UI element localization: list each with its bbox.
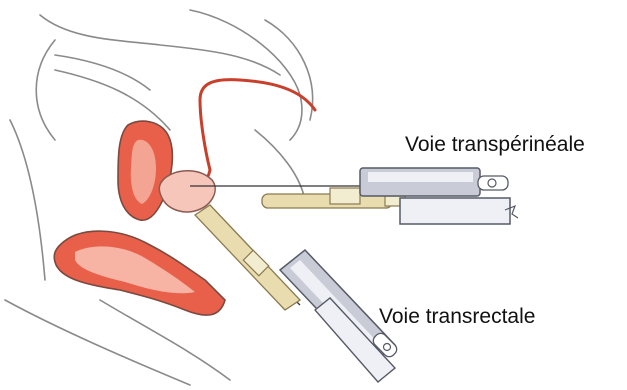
rectum <box>54 231 225 315</box>
bladder <box>118 121 172 220</box>
prostate <box>159 171 215 212</box>
label-transrectal-route: Voie transrectale <box>379 305 535 329</box>
transperineal-probe <box>360 168 518 224</box>
label-transperineal-route: Voie transpérinéale <box>405 133 585 157</box>
